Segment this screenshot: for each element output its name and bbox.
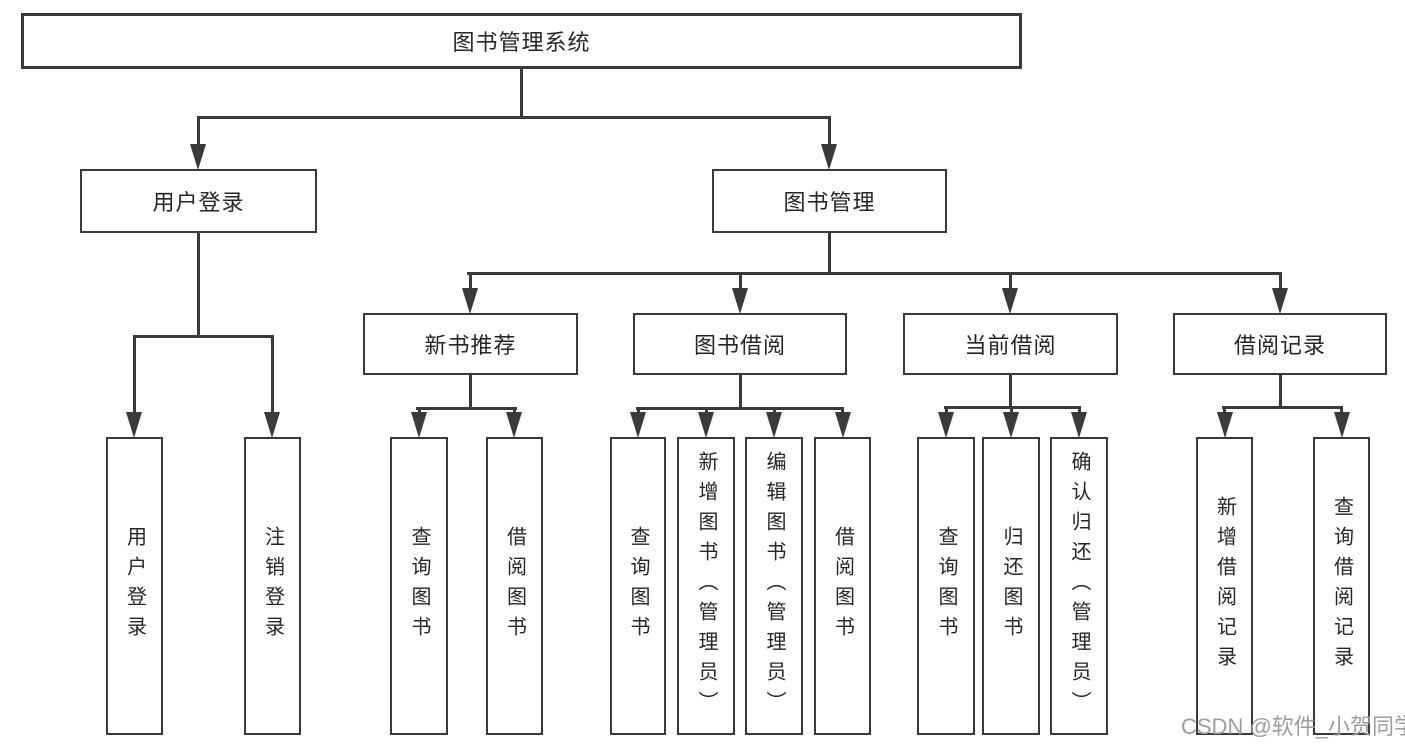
connector-line [1278,375,1282,408]
leaf-confirm-return-admin-label: 确认归还（管理员） [1068,451,1090,721]
leaf-edit-book-admin: 编辑图书（管理员） [745,437,803,735]
arrow-head [126,412,142,438]
leaf-current-query-book-label: 查询图书 [935,526,957,646]
connector-line [738,272,742,296]
leaf-return-book: 归还图书 [982,437,1040,735]
node-borrow-record: 借阅记录 [1173,313,1387,375]
arrow-head [1002,288,1018,314]
node-root-label: 图书管理系统 [452,30,591,55]
node-user-login: 用户登录 [80,169,317,233]
connector-line [519,69,523,116]
node-current-borrow-label: 当前借阅 [964,333,1057,358]
connector-line [132,335,274,338]
arrow-head [1003,412,1019,438]
leaf-recommend-borrow-book: 借阅图书 [486,437,543,735]
connector-line [196,233,200,335]
node-user-login-label: 用户登录 [152,190,245,215]
leaf-add-book-admin: 新增图书（管理员） [677,437,735,735]
arrow-head [462,288,478,314]
connector-line [1008,375,1012,408]
leaf-borrow-book-label: 借阅图书 [831,526,854,646]
leaf-return-book-label: 归还图书 [1000,526,1022,646]
arrow-head [1333,412,1350,438]
connector-line [1278,272,1282,296]
connector-line [738,375,742,409]
leaf-borrow-query-book: 查询图书 [610,437,666,735]
node-root: 图书管理系统 [21,13,1022,69]
connector-line [196,116,200,152]
arrow-head [411,412,427,438]
arrow-head [732,288,748,314]
leaf-confirm-return-admin: 确认归还（管理员） [1050,437,1108,735]
leaf-user-login: 用户登录 [106,437,163,735]
leaf-query-borrow-record: 查询借阅记录 [1313,437,1370,735]
arrow-head [698,412,714,438]
connector-line [827,116,831,152]
node-book-management: 图书管理 [712,169,947,233]
leaf-add-book-admin-label: 新增图书（管理员） [695,451,717,721]
arrow-head [506,412,522,438]
leaf-logout: 注销登录 [244,437,301,735]
leaf-user-login-label: 用户登录 [123,526,146,646]
node-borrow-record-label: 借阅记录 [1233,333,1326,358]
connector-line [467,272,1282,275]
connector-line [132,335,136,417]
connector-line [827,233,831,272]
leaf-edit-book-admin-label: 编辑图书（管理员） [763,451,785,721]
node-new-book-recommend-label: 新书推荐 [424,333,517,358]
leaf-recommend-query-book-label: 查询图书 [408,526,430,646]
connector-line [636,407,844,410]
leaf-recommend-query-book: 查询图书 [390,437,448,735]
leaf-logout-label: 注销登录 [261,526,284,646]
arrow-head [1071,412,1087,438]
leaf-query-borrow-record-label: 查询借阅记录 [1330,496,1353,676]
connector-line [468,375,472,409]
connector-line [944,406,1081,409]
arrow-head [264,412,280,438]
arrow-head [766,412,782,438]
arrow-head [821,144,837,170]
leaf-recommend-borrow-book-label: 借阅图书 [503,526,526,646]
watermark: CSDN @软件_小贺同学 [1181,714,1405,739]
node-book-borrow-label: 图书借阅 [693,333,786,358]
arrow-head [1216,412,1233,438]
node-current-borrow: 当前借阅 [903,313,1118,375]
leaf-borrow-query-book-label: 查询图书 [627,526,649,646]
node-book-borrow: 图书借阅 [633,313,847,375]
arrow-head [1272,288,1288,314]
connector-line [1222,406,1343,409]
connector-line [196,116,831,119]
arrow-head [938,412,954,438]
connector-line [270,335,274,417]
arrow-head [834,412,851,438]
leaf-current-query-book: 查询图书 [917,437,975,735]
node-book-management-label: 图书管理 [783,190,876,215]
node-new-book-recommend: 新书推荐 [363,313,578,375]
connector-line [416,407,517,410]
leaf-add-borrow-record: 新增借阅记录 [1196,437,1253,735]
connector-line [468,272,472,296]
connector-line [1008,272,1012,296]
leaf-borrow-book: 借阅图书 [814,437,871,735]
leaf-add-borrow-record-label: 新增借阅记录 [1213,496,1236,676]
arrow-head [630,412,646,438]
arrow-head [190,144,206,170]
